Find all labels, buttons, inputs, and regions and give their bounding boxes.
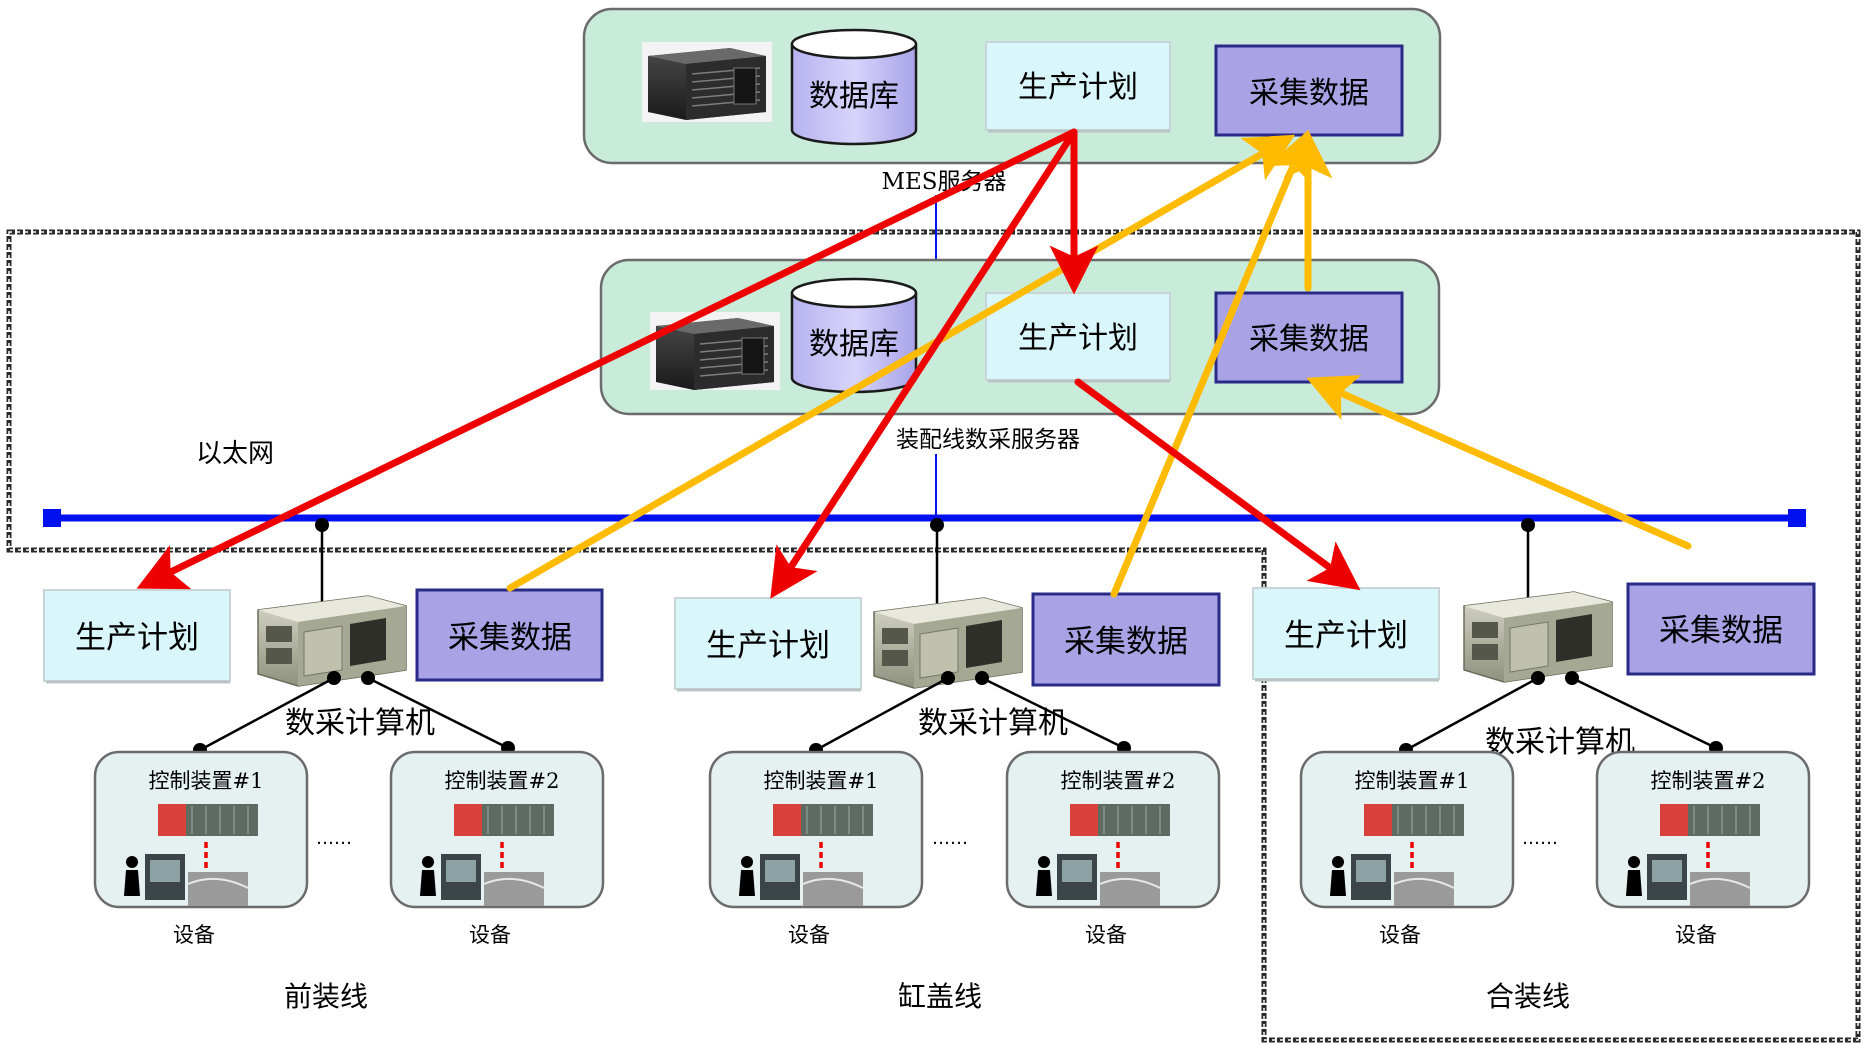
plan-arrow-front-line (136, 128, 1078, 590)
line-name: 前装线 (284, 980, 368, 1013)
plan-arrow-final-line (1074, 378, 1361, 591)
equipment-label: 设备 (1085, 923, 1127, 947)
controller-label: 控制装置#2 (445, 769, 560, 793)
server-rack-icon (650, 312, 780, 390)
device-panel-1: 控制装置#1 设备 (708, 750, 924, 947)
line-production-plan-label: 生产计划 (1018, 321, 1138, 356)
plan-label: 生产计划 (75, 620, 199, 656)
bus-terminator-right (1788, 509, 1806, 527)
equipment-label: 设备 (173, 923, 215, 947)
industrial-pc-icon (1463, 591, 1613, 683)
computer-label: 数采计算机 (285, 706, 435, 741)
ellipsis: …… (316, 828, 352, 849)
data-label: 采集数据 (448, 620, 572, 656)
data-label: 采集数据 (1064, 624, 1188, 660)
mes-production-plan-label: 生产计划 (1018, 70, 1138, 105)
data-flow-arrows (506, 129, 1692, 598)
industrial-pc-icon (873, 597, 1023, 689)
database-icon: 数据库 (790, 277, 918, 394)
device-panel-1: 控制装置#1 设备 (93, 750, 309, 947)
data-arrow-final-line (1306, 375, 1692, 550)
operator-machine-icon (420, 854, 545, 906)
ellipsis: …… (932, 828, 968, 849)
operator-machine-icon (1330, 854, 1455, 906)
computer-label: 数采计算机 (918, 706, 1068, 741)
database-icon: 数据库 (790, 28, 918, 146)
equipment-label: 设备 (1379, 923, 1421, 947)
plan-box: 生产计划 (674, 597, 862, 692)
line-production-plan-box: 生产计划 (985, 292, 1171, 383)
device-panel-2: 控制装置#2 设备 (389, 750, 605, 947)
line-cylinder-head: 生产计划 采集数据 数采计算机 控制装置#1 (674, 525, 1221, 1013)
line-collected-data-label: 采集数据 (1249, 322, 1369, 357)
equipment-label: 设备 (1675, 923, 1717, 947)
line-server-panel: 数据库 生产计划 采集数据 (599, 258, 1441, 416)
plan-label: 生产计划 (1284, 618, 1408, 654)
plc-icon (158, 804, 258, 836)
data-arrow-front-line (506, 134, 1296, 592)
ethernet-bus (43, 509, 1806, 532)
line-name: 缸盖线 (898, 980, 982, 1013)
operator-machine-icon (1036, 854, 1161, 906)
plc-icon (773, 804, 873, 836)
mes-database-label: 数据库 (809, 79, 899, 114)
plan-flow-arrows (136, 128, 1361, 599)
operator-machine-icon (739, 854, 864, 906)
operator-machine-icon (124, 854, 249, 906)
ellipsis: …… (1522, 828, 1558, 849)
line-server-label: 装配线数采服务器 (896, 427, 1080, 453)
industrial-pc-icon (257, 595, 407, 687)
server-rack-icon (642, 42, 772, 122)
controller-label: 控制装置#2 (1651, 769, 1766, 793)
controller-label: 控制装置#1 (764, 769, 879, 793)
data-box: 采集数据 (415, 588, 604, 682)
mes-production-plan-box: 生产计划 (985, 41, 1171, 133)
plan-box: 生产计划 (1252, 587, 1440, 682)
device-panel-2: 控制装置#2 设备 (1005, 750, 1221, 947)
plan-box: 生产计划 (43, 589, 231, 684)
controller-label: 控制装置#1 (1355, 769, 1470, 793)
mes-collected-data-label: 采集数据 (1249, 76, 1369, 111)
network-boundary (6, 229, 1861, 1043)
plc-icon (1070, 804, 1170, 836)
mes-server-panel: 数据库 生产计划 采集数据 (582, 7, 1442, 165)
equipment-label: 设备 (788, 923, 830, 947)
controller-label: 控制装置#2 (1061, 769, 1176, 793)
line-name: 合装线 (1486, 980, 1570, 1013)
device-panel-2: 控制装置#2 设备 (1595, 750, 1811, 947)
mes-collected-data-box: 采集数据 (1214, 44, 1404, 137)
line-database-label: 数据库 (809, 327, 899, 362)
line-final-assembly: 生产计划 采集数据 数采计算机 控制装置#1 (1252, 525, 1816, 1013)
plc-icon (454, 804, 554, 836)
data-label: 采集数据 (1659, 613, 1783, 649)
plan-arrow-head-line (770, 128, 1078, 599)
controller-label: 控制装置#1 (149, 769, 264, 793)
line-front-assembly: 生产计划 采集数据 数采计算机 控制装置#1 (43, 525, 605, 1013)
plc-icon (1660, 804, 1760, 836)
data-box: 采集数据 (1031, 592, 1221, 687)
equipment-label: 设备 (469, 923, 511, 947)
device-panel-1: 控制装置#1 设备 (1299, 750, 1515, 947)
data-box: 采集数据 (1626, 582, 1816, 676)
plc-icon (1364, 804, 1464, 836)
data-arrow-head-line (1110, 130, 1312, 598)
plan-label: 生产计划 (706, 628, 830, 664)
operator-machine-icon (1626, 854, 1751, 906)
ethernet-label: 以太网 (196, 439, 274, 469)
bus-terminator-left (43, 509, 61, 527)
line-collected-data-box: 采集数据 (1214, 291, 1404, 384)
